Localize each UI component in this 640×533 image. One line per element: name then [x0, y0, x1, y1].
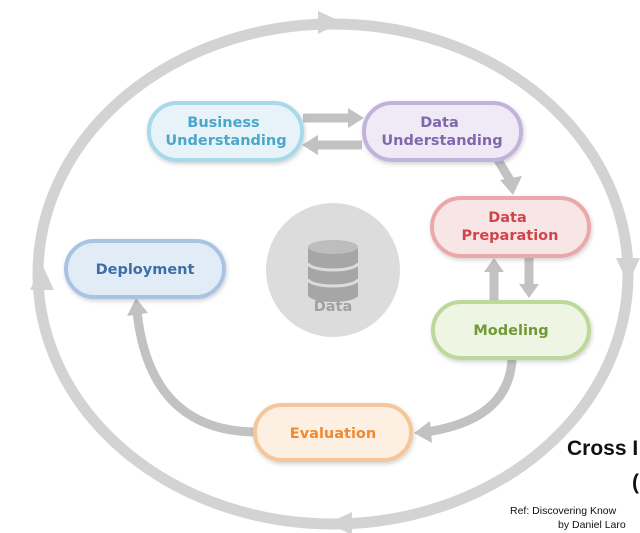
- reference-line-2: by Daniel Laro: [558, 519, 626, 531]
- stage-data-understanding-label-line1: Data: [420, 115, 459, 131]
- stage-data-understanding: Data Understanding: [362, 101, 523, 162]
- stage-modeling-label: Modeling: [473, 323, 548, 339]
- reference-line-1: Ref: Discovering Know: [510, 505, 617, 517]
- stage-data-understanding-box: [362, 101, 523, 162]
- stage-evaluation: Evaluation: [253, 403, 413, 462]
- arrow-evaluation-to-deployment: [132, 311, 255, 437]
- stage-data-preparation-label-line1: Data: [488, 210, 527, 226]
- arrow-modeling-to-evaluation-head: [414, 421, 432, 443]
- stage-modeling: Modeling: [431, 300, 591, 360]
- stage-data-preparation-label-line2: Preparation: [462, 228, 559, 244]
- outer-cycle-ring: [30, 11, 640, 533]
- svg-text:Business Understanding: Business Understanding: [165, 115, 286, 149]
- stage-business-understanding: Business Understanding: [147, 101, 304, 162]
- arrow-data-understanding-to-preparation: [494, 157, 514, 183]
- stage-deployment-label: Deployment: [96, 262, 195, 278]
- data-center-label: Data: [314, 299, 353, 315]
- stage-data-preparation: Data Preparation: [430, 196, 591, 258]
- svg-text:Data Preparation: Data Preparation: [462, 210, 559, 244]
- ring-arrowhead-right: [616, 258, 640, 284]
- stage-modeling-box: [431, 300, 591, 360]
- ring-arrowhead-bottom: [328, 512, 352, 533]
- arrow-data-understanding-to-preparation-head: [500, 176, 522, 195]
- arrow-modeling-to-evaluation: [425, 359, 517, 437]
- arrow-business-to-data-understanding-head: [348, 108, 364, 128]
- stage-evaluation-box: [253, 403, 413, 462]
- flow-arrows: [127, 108, 539, 443]
- stage-business-understanding-label-line2: Understanding: [165, 133, 286, 149]
- ring-arrowhead-left: [30, 264, 54, 290]
- stage-evaluation-label: Evaluation: [290, 426, 376, 442]
- ring-arrowhead-top: [318, 11, 342, 34]
- stage-data-understanding-label-line2: Understanding: [381, 133, 502, 149]
- title-line-2: (: [632, 471, 639, 494]
- svg-text:Data Understanding: Data Understanding: [381, 115, 502, 149]
- stage-deployment: Deployment: [64, 239, 226, 299]
- arrow-preparation-to-modeling-head: [519, 284, 539, 298]
- database-icon: [306, 240, 360, 302]
- stage-business-understanding-box: [147, 101, 304, 162]
- stage-business-understanding-label-line1: Business: [187, 115, 259, 131]
- data-center: Data: [266, 203, 400, 337]
- stage-data-preparation-box: [430, 196, 591, 258]
- stage-deployment-box: [64, 239, 226, 299]
- title-line-1: Cross I: [567, 437, 639, 460]
- arrow-modeling-to-preparation-head: [484, 258, 504, 272]
- arrow-evaluation-to-deployment-head: [127, 298, 148, 316]
- arrow-data-understanding-to-business-head: [302, 135, 318, 155]
